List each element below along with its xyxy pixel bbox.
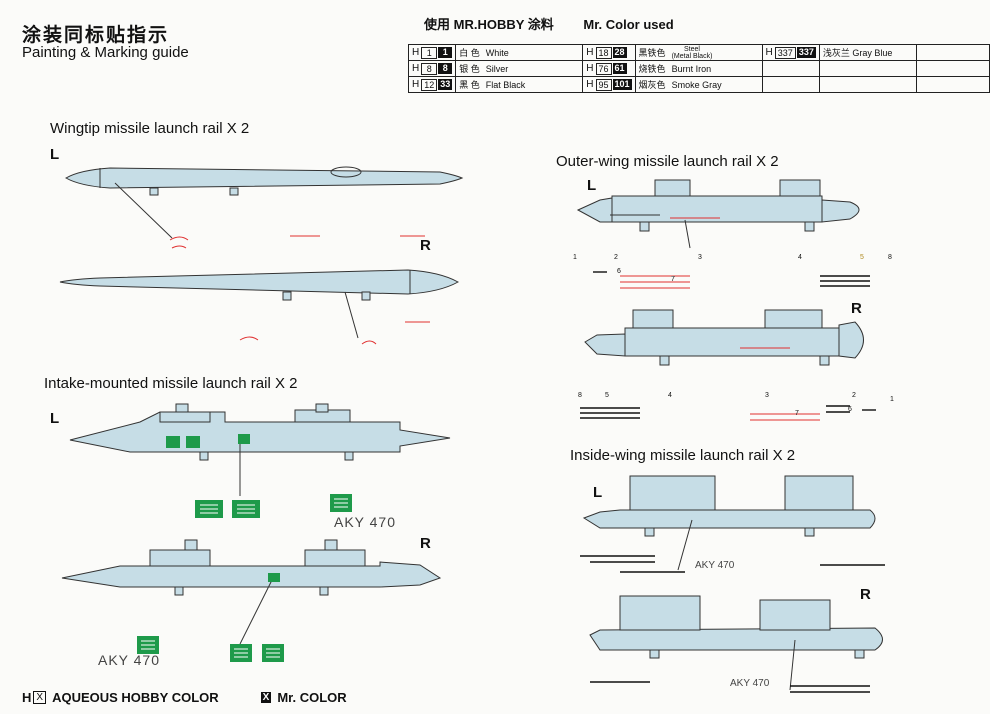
paint-title: 使用 MR.HOBBY 涂料 — [424, 17, 554, 32]
callout-number: 6 — [848, 406, 852, 413]
title-chinese: 涂装同标贴指示 — [22, 25, 170, 46]
callout-number: 7 — [671, 276, 675, 283]
decal-serial: AKY 470 — [695, 560, 735, 571]
callout-number: 1 — [573, 254, 577, 261]
side-label-left: L — [50, 410, 60, 427]
callout-number: 5 — [605, 392, 609, 399]
outer-rail-left — [576, 179, 860, 249]
green-decal-lines — [141, 498, 348, 658]
decal-serial: AKY 470 — [730, 678, 770, 689]
callout-number: 3 — [765, 392, 769, 399]
paint-table-header: 使用 MR.HOBBY 涂料 Mr. Color used — [424, 14, 674, 33]
paint-empty — [761, 76, 820, 93]
green-decal-group — [137, 434, 352, 662]
red-marking-group — [169, 217, 820, 421]
callout-number: 8 — [888, 254, 892, 261]
callout-number: 8 — [578, 392, 582, 399]
section-title-intake: Intake-mounted missile launch rail X 2 — [44, 375, 298, 392]
callout-number: 7 — [795, 410, 799, 417]
side-label-right: R — [420, 535, 431, 552]
section-title-wingtip: Wingtip missile launch rail X 2 — [50, 120, 250, 137]
inside-rail-right — [589, 595, 883, 691]
intake-rail-right — [61, 539, 442, 645]
wingtip-rail-left — [64, 166, 464, 239]
side-label-left: L — [50, 146, 60, 163]
callout-number: 6 — [617, 268, 621, 275]
callout-number: 3 — [698, 254, 702, 261]
callout-number: 1 — [890, 396, 894, 403]
callout-number: 4 — [798, 254, 802, 261]
side-label-left: L — [587, 177, 597, 194]
callout-number: 2 — [852, 392, 856, 399]
callout-number: 4 — [668, 392, 672, 399]
intake-rail-left — [69, 403, 451, 496]
aqueous-label: AQUEOUS HOBBY COLOR — [52, 690, 219, 705]
decal-serial: AKY 470 — [98, 652, 161, 668]
callout-number: 2 — [614, 254, 618, 261]
inside-rail-left — [582, 475, 876, 571]
title-english: Painting & Marking guide — [22, 44, 189, 61]
mr-color-mark: X — [260, 692, 272, 703]
wingtip-rail-right — [59, 269, 460, 339]
section-title-outer: Outer-wing missile launch rail X 2 — [556, 153, 779, 170]
callout-number: 5 — [860, 254, 864, 261]
paint-empty — [915, 76, 990, 93]
outer-rail-right — [584, 309, 864, 366]
side-label-left: L — [593, 484, 603, 501]
section-title-inside: Inside-wing missile launch rail X 2 — [570, 447, 796, 464]
paint-subtitle: Mr. Color used — [583, 17, 674, 32]
side-label-right: R — [860, 586, 871, 603]
side-label-right: R — [851, 300, 862, 317]
side-label-right: R — [420, 237, 431, 254]
mr-color-label: Mr. COLOR — [277, 690, 347, 705]
black-stripe-group — [580, 271, 885, 693]
decal-serial: AKY 470 — [334, 514, 397, 530]
